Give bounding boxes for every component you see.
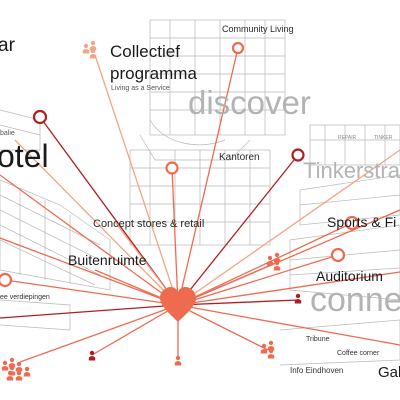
label-info-eindhoven: Info Eindhoven — [290, 366, 344, 375]
label-discover: discover — [188, 84, 311, 121]
label-concept-stores: Concept stores & retail — [93, 218, 205, 230]
link-right-person — [177, 299, 299, 306]
heart-icon — [160, 287, 196, 322]
link-people-bottom-left — [19, 304, 179, 363]
link-community-living — [177, 47, 239, 306]
connection-lines — [0, 47, 400, 363]
person-icon — [294, 293, 302, 304]
link-node-right-top — [177, 154, 299, 306]
label-kantoren: Kantoren — [219, 152, 260, 163]
label-tribune: Tribune — [306, 336, 330, 343]
label-buitenruimte: Buitenruimte — [68, 252, 147, 268]
label-repair-sign: REPAIR — [338, 135, 357, 141]
link-kantoren — [171, 167, 179, 306]
label-auditorium: Auditorium — [316, 268, 383, 284]
ring-node-icon — [330, 247, 346, 263]
ring-node-icon — [231, 41, 245, 55]
label-gal-fragment: Gal — [378, 364, 400, 381]
person-icon — [174, 355, 182, 366]
link-bottom-right — [177, 304, 400, 346]
link-sports-node — [177, 222, 353, 306]
link-connect — [177, 271, 400, 306]
label-coffee-corner: Coffee corner — [337, 350, 380, 357]
label-programma: programma — [110, 64, 197, 83]
ring-node-icon — [344, 215, 360, 231]
ring-nodes — [0, 41, 360, 288]
building-sketch-right — [279, 124, 400, 366]
link-left-lower — [0, 304, 179, 319]
people-group-icon — [83, 41, 96, 59]
label-community-living: Community Living — [222, 24, 294, 34]
link-tinkerstraat — [177, 149, 400, 306]
people-group-icon — [2, 358, 31, 381]
label-connect-fragment: conne — [310, 281, 400, 319]
ring-node-icon — [32, 109, 48, 125]
link-hotel — [0, 174, 179, 306]
label-living-as-a-service: Living as a Service — [111, 85, 170, 92]
label-collectief: Collectief — [110, 42, 180, 61]
label-balie-fragment: balie — [0, 130, 15, 137]
ring-node-icon — [291, 148, 305, 162]
label-verdiepingen-fragment: ee verdiepingen — [0, 294, 50, 301]
link-people-bottom-right — [177, 304, 269, 351]
link-person-bottom — [91, 304, 179, 356]
ring-node-icon — [0, 272, 13, 288]
link-verdiepingen — [4, 279, 179, 306]
link-collectief — [94, 54, 179, 306]
label-tinkerstraat-fragment: Tinkerstra — [303, 158, 400, 183]
people-group-icon — [267, 253, 280, 271]
ring-node-icon — [165, 161, 179, 175]
label-sports-fragment: Sports & Fi — [327, 214, 397, 230]
label-ar-fragment: ar — [0, 35, 15, 56]
link-left-mid — [0, 237, 179, 306]
building-sketch-middle — [129, 149, 271, 246]
label-hotel-fragment: otel — [0, 138, 49, 174]
link-auditorium-node — [177, 254, 339, 306]
label-tinker-sign: TINKER — [374, 135, 393, 141]
person-icon — [88, 350, 96, 361]
link-balie — [14, 139, 179, 306]
